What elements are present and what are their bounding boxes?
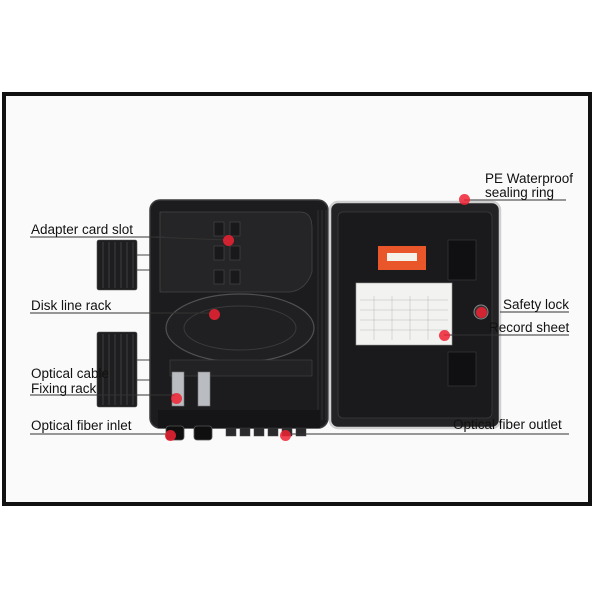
marker-fixing-rack — [170, 392, 182, 404]
label-optical-fiber-inlet: Optical fiber inlet — [31, 418, 132, 433]
enclosure-body — [149, 199, 329, 441]
label-optical-fiber-outlet: Optical fiber outlet — [453, 417, 562, 432]
open-door — [328, 200, 502, 430]
marker-adapter-slot — [222, 234, 234, 246]
adapter-strip-top — [96, 239, 138, 291]
label-pe-waterproof-2: sealing ring — [485, 185, 555, 200]
label-pe-waterproof-1: PE Waterproof — [485, 171, 574, 186]
marker-disk-rack — [208, 308, 220, 320]
label-disk-line-rack: Disk line rack — [31, 298, 112, 313]
marker-fiber-outlet — [279, 429, 291, 441]
callout-lines — [30, 199, 569, 435]
marker-pe-seal — [458, 193, 470, 205]
label-optical-cable: Optical cable — [31, 366, 110, 381]
marker-record-sheet — [438, 329, 450, 341]
label-record-sheet: Record sheet — [489, 320, 570, 335]
label-adapter-card-slot: Adapter card slot — [31, 222, 134, 237]
marker-safety-lock — [475, 306, 487, 318]
marker-fiber-inlet — [164, 429, 176, 441]
label-safety-lock: Safety lock — [503, 297, 570, 312]
adapter-strip-bottom — [96, 331, 138, 408]
label-fixing-rack: Fixing rack — [31, 381, 97, 396]
